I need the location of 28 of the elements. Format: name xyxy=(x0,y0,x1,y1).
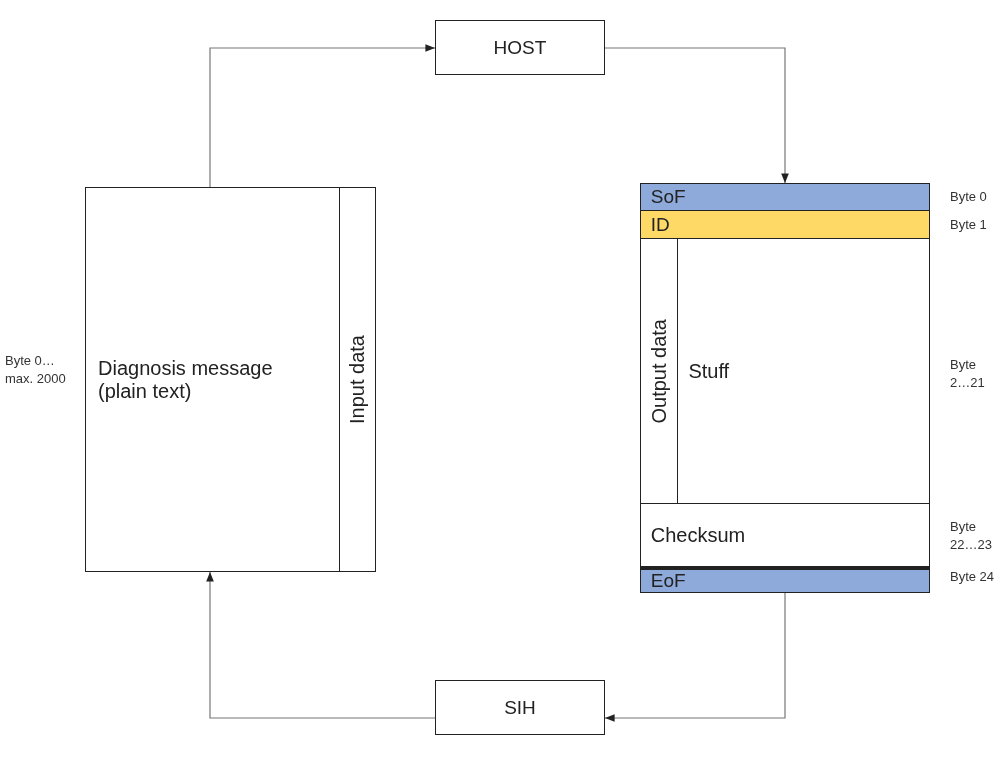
arrow xyxy=(209,44,436,188)
frame-field xyxy=(639,210,930,239)
message-box xyxy=(85,187,375,572)
node-label: ID xyxy=(650,213,670,236)
process-box xyxy=(435,20,605,75)
node-label: Output data xyxy=(647,318,671,424)
byte-range-label: Byte 0… max. 2000 xyxy=(5,352,67,389)
node-label: Stuff xyxy=(688,359,730,383)
frame-field xyxy=(639,182,930,211)
byte-range-label: Byte 1 xyxy=(950,216,988,234)
data-strip xyxy=(339,186,376,572)
byte-range-label: Byte 0 xyxy=(950,188,988,206)
node-label: Input data xyxy=(346,334,369,424)
node-label: SIH xyxy=(504,696,536,719)
frame-box xyxy=(640,183,930,593)
process-box xyxy=(435,680,605,735)
node-label: SoF xyxy=(650,185,686,208)
byte-range-label: Byte 22…23 xyxy=(950,518,993,555)
frame-field xyxy=(639,567,930,593)
node-label: HOST xyxy=(493,36,547,59)
byte-range-label: Byte 24 xyxy=(950,568,996,586)
node-label: Diagnosis message (plain text) xyxy=(98,356,274,403)
node-label: Checksum xyxy=(650,523,746,547)
arrow xyxy=(206,571,436,719)
byte-range-label: Byte 2…21 xyxy=(950,356,986,393)
arrow xyxy=(604,47,789,184)
node-label: EoF xyxy=(650,570,686,592)
arrow xyxy=(604,592,786,722)
